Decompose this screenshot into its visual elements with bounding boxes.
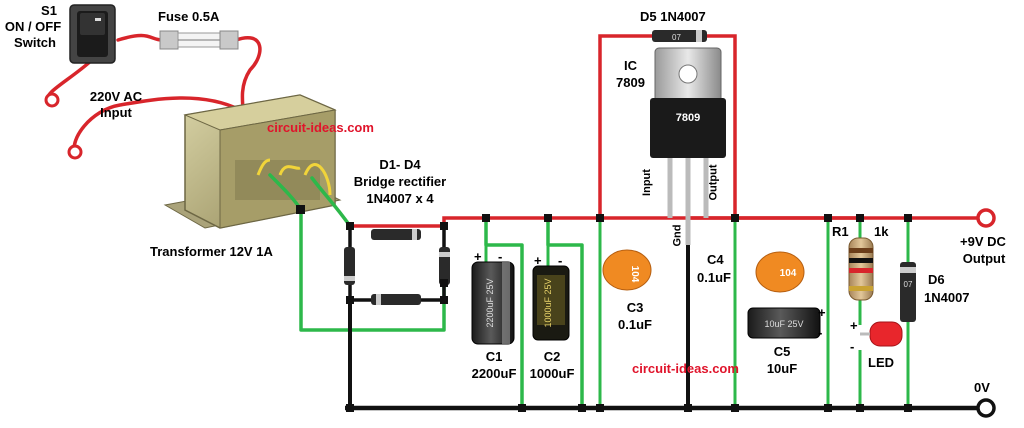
diode-icon — [371, 294, 421, 305]
fuse-label: Fuse 0.5A — [158, 9, 220, 24]
switch-desc-1: ON / OFF — [4, 19, 62, 34]
c2-body-text: 1000uF 25V — [543, 278, 553, 327]
pin-output-label: Output — [707, 164, 720, 201]
fuse-icon — [159, 30, 239, 50]
c2-minus: - — [558, 253, 563, 268]
c2-name: C2 — [543, 349, 561, 364]
c3-code: 104 — [629, 266, 640, 283]
diode-icon: 07 — [652, 30, 707, 42]
junction-dots — [296, 205, 912, 412]
transformer-icon — [163, 94, 342, 229]
ceramic-capacitor-icon: 104 — [755, 251, 805, 293]
ic-marking: 7809 — [676, 112, 700, 124]
diode-icon: 07 — [900, 262, 916, 322]
pin-input-label: Input — [640, 169, 653, 196]
electrolytic-capacitor-icon: 10uF 25V — [747, 307, 821, 339]
led-icon — [860, 321, 903, 347]
c1-value: 2200uF — [471, 366, 517, 381]
c5-minus: - — [818, 325, 823, 340]
electrolytic-capacitor-icon: 1000uF 25V — [532, 265, 570, 341]
led-plus: + — [850, 318, 858, 333]
switch-name: S1 — [41, 3, 57, 18]
ac-terminal-icon[interactable] — [67, 144, 83, 160]
component-leads — [484, 218, 910, 408]
rocker-switch-icon[interactable] — [69, 4, 116, 64]
diode-icon — [344, 247, 355, 285]
resistor-icon — [848, 237, 874, 301]
diode-icon — [439, 247, 450, 285]
transformer-label: Transformer 12V 1A — [150, 244, 273, 259]
d6-value: 1N4007 — [924, 290, 970, 305]
ac-input-label-1: 220V AC — [89, 89, 143, 104]
output-ground-terminal-icon[interactable] — [976, 398, 996, 418]
output-label-1: +9V DC — [960, 234, 1006, 249]
c5-name: C5 — [773, 344, 791, 359]
c1-minus: - — [498, 249, 503, 264]
c5-body-text: 10uF 25V — [764, 319, 803, 329]
rectifier-label-1: D1- D4 — [379, 157, 421, 172]
r1-name: R1 — [832, 224, 849, 239]
ac-input-label-2: Input — [100, 105, 132, 120]
c3-name: C3 — [626, 300, 644, 315]
c3-value: 0.1uF — [618, 317, 652, 332]
ac-terminal-icon[interactable] — [44, 92, 60, 108]
c5-value: 10uF — [766, 361, 798, 376]
d5-label: D5 1N4007 — [640, 9, 706, 24]
c2-value: 1000uF — [529, 366, 575, 381]
rectifier-label-2: Bridge rectifier — [353, 174, 447, 189]
pin-gnd-label: Gnd — [671, 224, 684, 247]
c4-value: 0.1uF — [697, 270, 731, 285]
c1-name: C1 — [485, 349, 503, 364]
r1-value: 1k — [874, 224, 889, 239]
led-label: LED — [868, 355, 894, 370]
output-label-2: Output — [962, 251, 1006, 266]
watermark: circuit-ideas.com — [632, 361, 739, 376]
rectifier-label-3: 1N4007 x 4 — [366, 191, 434, 206]
c4-name: C4 — [707, 252, 724, 267]
c4-code: 104 — [780, 268, 797, 279]
c2-plus: + — [534, 253, 542, 268]
d5-marking: 07 — [672, 33, 681, 42]
c5-plus: + — [818, 305, 826, 320]
electrolytic-capacitor-icon: 2200uF 25V — [471, 261, 515, 345]
ac-input-wires — [46, 33, 262, 154]
ic-label-1: IC — [624, 58, 637, 73]
ceramic-capacitor-icon: 104 — [602, 249, 652, 291]
d6-marking: 07 — [904, 280, 913, 289]
c1-plus: + — [474, 249, 482, 264]
regulator-icon: 7809 — [650, 47, 726, 245]
ground-label: 0V — [974, 380, 990, 395]
output-positive-terminal-icon[interactable] — [976, 208, 996, 228]
diode-icon — [371, 229, 421, 240]
led-minus: - — [850, 339, 855, 354]
c1-body-text: 2200uF 25V — [485, 278, 495, 327]
d6-name: D6 — [928, 272, 945, 287]
watermark: circuit-ideas.com — [267, 120, 374, 135]
ic-label-2: 7809 — [616, 75, 645, 90]
switch-desc-2: Switch — [14, 35, 56, 50]
